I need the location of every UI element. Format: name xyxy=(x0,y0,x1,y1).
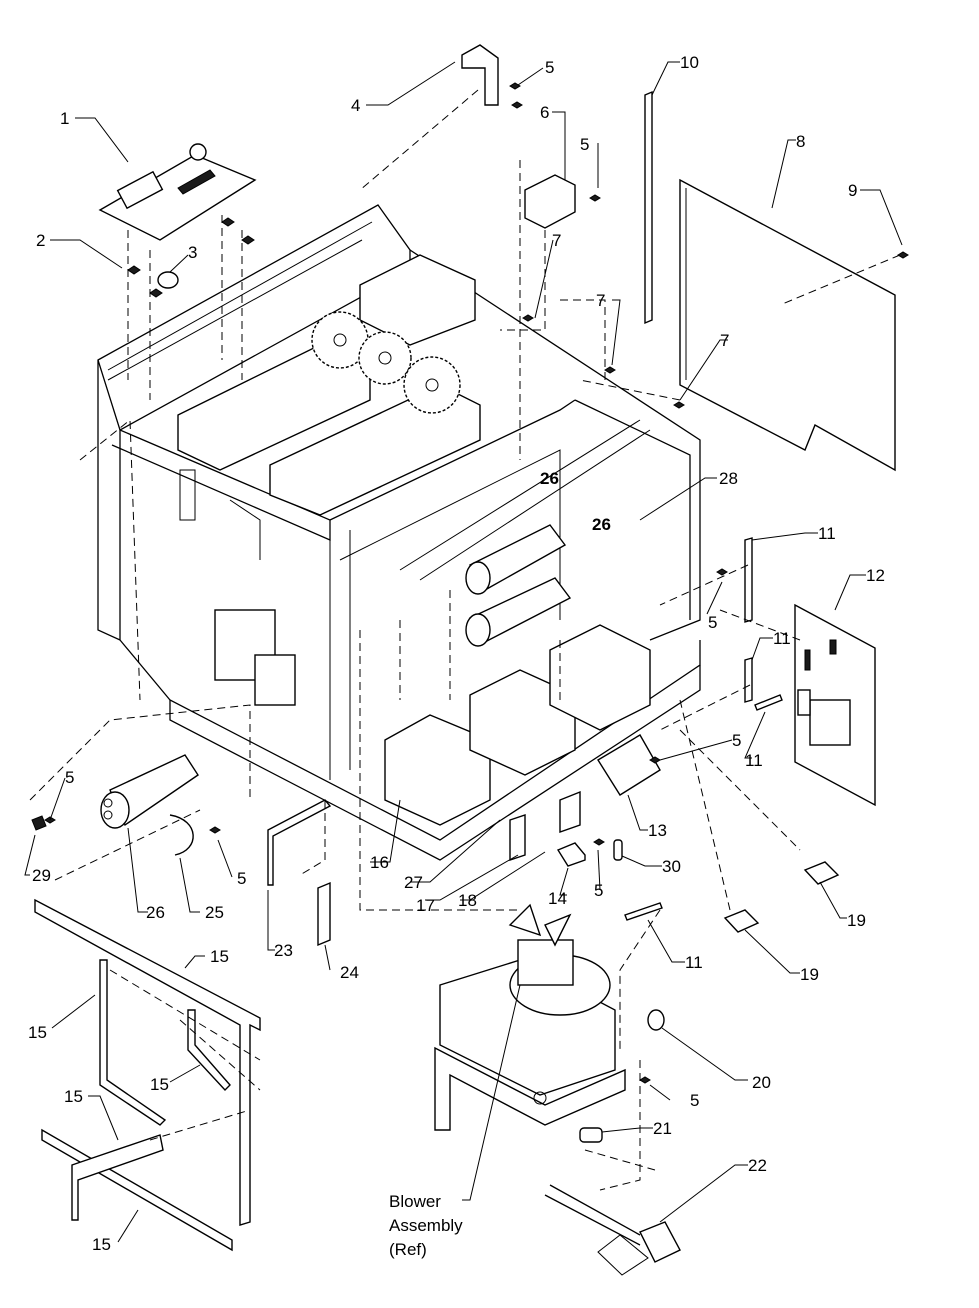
leader-lines xyxy=(24,61,903,1243)
callout-labels: 1 2 3 4 5 6 5 10 8 9 7 7 7 26 26 28 11 1… xyxy=(28,53,885,1259)
trim-strips xyxy=(34,898,261,1252)
callout-5-g: 5 xyxy=(237,869,246,888)
callout-15-d: 15 xyxy=(64,1087,83,1106)
callout-5-a: 5 xyxy=(545,58,554,77)
callout-5-b: 5 xyxy=(580,135,589,154)
bracket xyxy=(461,44,499,106)
callout-20: 20 xyxy=(752,1073,771,1092)
callout-17: 17 xyxy=(416,896,435,915)
callout-26-b: 26 xyxy=(592,515,611,534)
callout-8: 8 xyxy=(796,132,805,151)
gasket-23 xyxy=(267,799,332,886)
callout-2: 2 xyxy=(36,231,45,250)
callout-19-b: 19 xyxy=(800,965,819,984)
main-chassis xyxy=(97,204,701,861)
callout-26-c: 26 xyxy=(146,903,165,922)
capacitor-clamp xyxy=(169,814,194,856)
gasket-24 xyxy=(317,881,331,947)
diode xyxy=(31,815,47,831)
rubber-feet xyxy=(723,861,840,933)
callout-11-c: 11 xyxy=(745,751,763,770)
callout-5-h: 5 xyxy=(690,1091,699,1110)
inner-capacitors xyxy=(465,524,572,647)
callout-7-c: 7 xyxy=(720,331,729,350)
callout-15-a: 15 xyxy=(210,947,229,966)
wrapper-panel xyxy=(679,178,896,472)
blower-label-line2: Assembly xyxy=(389,1216,463,1235)
callout-19-a: 19 xyxy=(847,911,866,930)
switch-assembly xyxy=(509,734,661,867)
power-cord xyxy=(544,1184,681,1276)
control-board xyxy=(98,143,257,241)
relay xyxy=(524,174,576,229)
spacers xyxy=(127,217,255,298)
blower-assembly xyxy=(434,903,626,1131)
callout-14: 14 xyxy=(548,889,567,908)
fuse xyxy=(613,839,623,861)
terminal xyxy=(579,1127,603,1143)
callout-6: 6 xyxy=(540,103,549,122)
callout-1: 1 xyxy=(60,109,69,128)
callout-15-e: 15 xyxy=(92,1235,111,1254)
callout-26-a: 26 xyxy=(540,469,559,488)
callout-5-f: 5 xyxy=(65,768,74,787)
gasket-strip xyxy=(644,90,653,325)
callout-25: 25 xyxy=(205,903,224,922)
callout-18: 18 xyxy=(458,891,477,910)
callout-12: 12 xyxy=(866,566,885,585)
top-transformers xyxy=(177,254,481,516)
callout-24: 24 xyxy=(340,963,359,982)
blower-label-line3: (Ref) xyxy=(389,1240,427,1259)
callout-30: 30 xyxy=(662,857,681,876)
buzzer xyxy=(157,271,179,289)
callout-28: 28 xyxy=(719,469,738,488)
callout-15-b: 15 xyxy=(28,1023,47,1042)
callout-7-b: 7 xyxy=(596,291,605,310)
callout-22: 22 xyxy=(748,1156,767,1175)
callout-16: 16 xyxy=(370,853,389,872)
gears xyxy=(311,311,461,414)
side-electronics xyxy=(179,469,296,706)
grommet xyxy=(647,1009,665,1031)
callout-5-e: 5 xyxy=(594,881,603,900)
loose-capacitor xyxy=(100,754,199,829)
power-board xyxy=(794,603,876,807)
callout-11-b: 11 xyxy=(773,629,791,648)
callout-15-c: 15 xyxy=(150,1075,169,1094)
callout-11-d: 11 xyxy=(685,953,703,972)
callout-10: 10 xyxy=(680,53,699,72)
callout-21: 21 xyxy=(653,1119,672,1138)
callout-11-a: 11 xyxy=(818,524,836,543)
gasket-pieces xyxy=(744,537,783,711)
callout-29: 29 xyxy=(32,866,51,885)
assembly-guides xyxy=(29,89,901,1191)
callout-5-d: 5 xyxy=(732,731,741,750)
gasket-bottom xyxy=(624,902,663,921)
callout-9: 9 xyxy=(848,181,857,200)
lower-transformers xyxy=(384,624,651,826)
callout-23: 23 xyxy=(274,941,293,960)
callout-4: 4 xyxy=(351,96,360,115)
callout-5-c: 5 xyxy=(708,613,717,632)
callout-7-a: 7 xyxy=(552,231,561,250)
callout-13: 13 xyxy=(648,821,667,840)
callout-27: 27 xyxy=(404,873,423,892)
blower-label-line1: Blower xyxy=(389,1192,441,1211)
callout-3: 3 xyxy=(188,243,197,262)
